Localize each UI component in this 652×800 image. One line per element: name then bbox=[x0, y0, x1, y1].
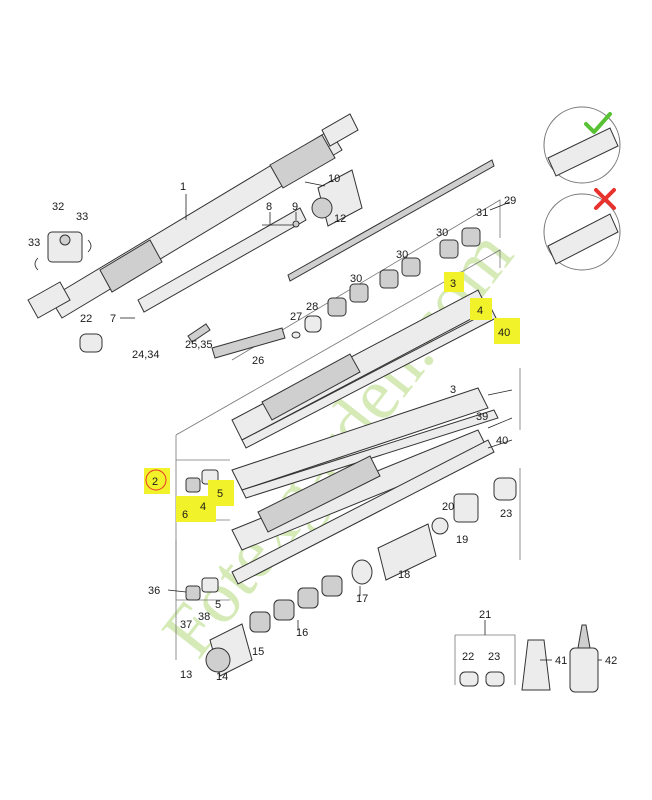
label-5-top: 5 bbox=[217, 488, 223, 500]
label-16: 16 bbox=[296, 627, 308, 639]
part-ring-19 bbox=[431, 517, 449, 535]
label-36: 36 bbox=[148, 585, 160, 597]
label-41: 41 bbox=[555, 655, 567, 667]
part-drive-tube bbox=[27, 113, 359, 319]
highlight-4 bbox=[470, 298, 492, 320]
label-30-c: 30 bbox=[436, 227, 448, 239]
label-38: 38 bbox=[198, 611, 210, 623]
label-22-kit: 22 bbox=[462, 651, 474, 663]
part-bearing-set bbox=[249, 575, 343, 633]
label-22-left: 22 bbox=[80, 313, 92, 325]
label-20: 20 bbox=[442, 501, 454, 513]
part-small-fittings bbox=[185, 469, 219, 601]
label-18: 18 bbox=[398, 569, 410, 581]
highlight-40 bbox=[494, 318, 520, 344]
label-4-top: 4 bbox=[477, 305, 483, 317]
label-31: 31 bbox=[476, 207, 488, 219]
label-3-mid: 3 bbox=[450, 384, 456, 396]
label-4-left: 4 bbox=[200, 501, 206, 513]
part-grease-tube bbox=[521, 639, 551, 691]
label-33-right: 33 bbox=[76, 211, 88, 223]
part-threaded-sleeve bbox=[377, 523, 437, 581]
part-coupling-20 bbox=[453, 493, 479, 523]
part-sleeve-22-kit bbox=[459, 671, 479, 687]
label-5-bottom: 5 bbox=[215, 599, 221, 611]
label-39: 39 bbox=[476, 411, 488, 423]
label-30-a: 30 bbox=[350, 273, 362, 285]
leader-lines bbox=[120, 194, 602, 661]
part-bushing-28 bbox=[304, 315, 322, 333]
label-3-top: 3 bbox=[450, 278, 456, 290]
label-23-kit: 23 bbox=[488, 651, 500, 663]
part-hex-shaft bbox=[211, 327, 286, 359]
part-bearings bbox=[327, 227, 481, 317]
label-17: 17 bbox=[356, 593, 368, 605]
highlight-3 bbox=[444, 272, 464, 292]
part-sleeve-22 bbox=[79, 333, 103, 353]
label-19: 19 bbox=[456, 534, 468, 546]
label-23-right: 23 bbox=[500, 508, 512, 520]
label-28: 28 bbox=[306, 301, 318, 313]
part-long-rod bbox=[287, 159, 495, 282]
label-21: 21 bbox=[479, 609, 491, 621]
label-33-left: 33 bbox=[28, 237, 40, 249]
label-30-b: 30 bbox=[396, 249, 408, 261]
part-o-ring bbox=[291, 331, 301, 339]
part-clamp bbox=[34, 231, 92, 271]
part-long-shaft bbox=[137, 207, 307, 313]
part-pin bbox=[262, 220, 300, 228]
highlight-boxes bbox=[144, 272, 520, 522]
label-12: 12 bbox=[334, 213, 346, 225]
label-13: 13 bbox=[180, 669, 192, 681]
label-15: 15 bbox=[252, 646, 264, 658]
highlight-6-4 bbox=[176, 496, 216, 522]
label-1: 1 bbox=[180, 181, 186, 193]
part-sleeve-23-kit bbox=[485, 671, 505, 687]
label-25-35: 25,35 bbox=[185, 339, 213, 351]
label-8: 8 bbox=[266, 201, 272, 213]
part-ring-17 bbox=[351, 559, 373, 585]
part-extension-tubes bbox=[231, 289, 499, 585]
label-37: 37 bbox=[180, 619, 192, 631]
inset-incorrect bbox=[543, 188, 621, 271]
label-40-bottom: 40 bbox=[496, 435, 508, 447]
part-spring-pin bbox=[187, 323, 211, 343]
label-29: 29 bbox=[504, 195, 516, 207]
part-oil-bottle bbox=[569, 624, 599, 693]
label-40-top: 40 bbox=[498, 327, 510, 339]
label-26: 26 bbox=[252, 355, 264, 367]
inset-correct bbox=[543, 106, 621, 184]
checkmark-icon bbox=[584, 112, 612, 134]
cross-icon bbox=[594, 188, 616, 210]
label-7: 7 bbox=[110, 313, 116, 325]
circle-marker-2 bbox=[145, 469, 167, 491]
label-6: 6 bbox=[182, 509, 188, 521]
label-10: 10 bbox=[328, 173, 340, 185]
label-24-34: 24,34 bbox=[132, 349, 160, 361]
label-27: 27 bbox=[290, 311, 302, 323]
label-9: 9 bbox=[292, 201, 298, 213]
label-32: 32 bbox=[52, 201, 64, 213]
part-sleeve-23 bbox=[493, 477, 517, 501]
label-14: 14 bbox=[216, 671, 228, 683]
label-42: 42 bbox=[605, 655, 617, 667]
label-2: 2 bbox=[152, 476, 158, 488]
part-gear-housing bbox=[304, 169, 363, 227]
part-end-coupling bbox=[205, 623, 253, 677]
part-number-labels: 1 2 3 3 4 4 5 5 6 7 8 9 10 12 13 14 15 1… bbox=[28, 173, 617, 683]
